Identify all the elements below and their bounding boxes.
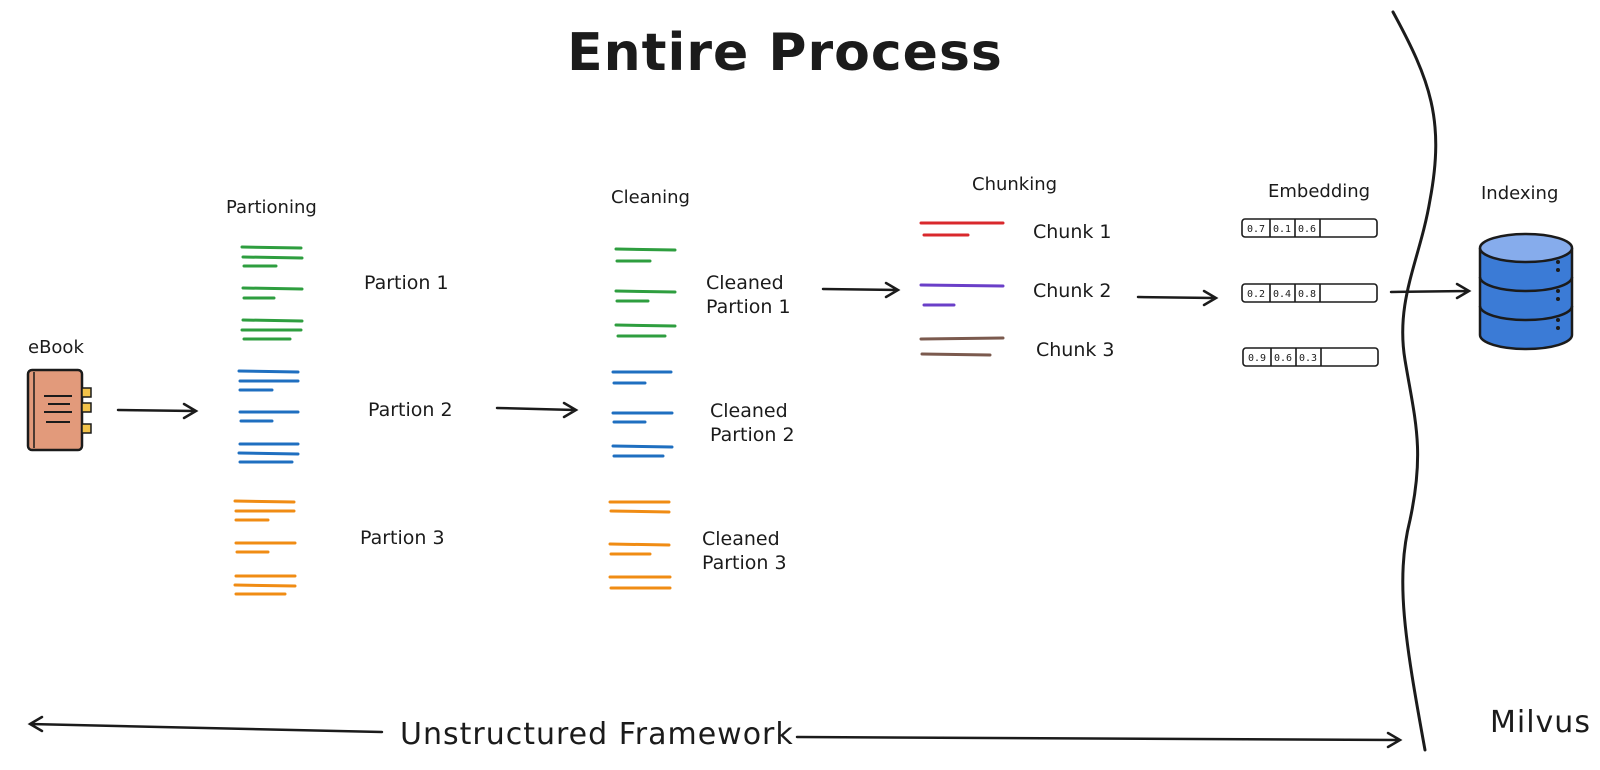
cleaned-1-line1: Cleaned — [706, 272, 784, 294]
embedding-vectors — [1241, 218, 1379, 367]
framework-label: Unstructured Framework — [400, 717, 794, 752]
partitioning-heading: Partioning — [226, 197, 317, 218]
vector-2 — [1241, 283, 1378, 303]
partition-1-label: Partion 1 — [364, 272, 449, 294]
arrow-framework-left — [27, 715, 384, 734]
partition-2-label: Partion 2 — [368, 399, 453, 421]
arrow-ebook-to-partition — [116, 402, 199, 420]
vector-1 — [1241, 218, 1378, 238]
milvus-divider — [1391, 10, 1438, 752]
cleaned-1-line2: Partion 1 — [706, 296, 791, 318]
vector-2-value-2: 0.4 — [1273, 289, 1291, 300]
vector-1-value-3: 0.6 — [1298, 224, 1316, 235]
ebook-label: eBook — [28, 337, 84, 358]
chunk-1-label: Chunk 1 — [1033, 221, 1112, 243]
partition-3-lines — [233, 499, 297, 596]
chunk-1-lines — [919, 221, 1005, 237]
cleaned-3-lines — [608, 500, 672, 590]
arrow-partition-to-cleaning — [495, 401, 579, 419]
chunking-heading: Chunking — [972, 174, 1057, 195]
cleaned-2-lines — [611, 370, 674, 458]
cleaned-2-line2: Partion 2 — [710, 424, 795, 446]
chunk-3-lines — [919, 336, 1005, 357]
cleaned-1-lines — [614, 247, 677, 338]
chunk-2-label: Chunk 2 — [1033, 280, 1112, 302]
vector-2-value-3: 0.8 — [1298, 289, 1316, 300]
chunk-3-label: Chunk 3 — [1036, 339, 1115, 361]
chunk-2-lines — [919, 283, 1005, 307]
cleaned-3-line2: Partion 3 — [702, 552, 787, 574]
vector-1-value-1: 0.7 — [1247, 224, 1265, 235]
vector-3-value-1: 0.9 — [1248, 353, 1266, 364]
vector-3 — [1242, 347, 1379, 367]
arrow-embedding-to-indexing — [1389, 282, 1472, 300]
database-icon — [1478, 232, 1574, 351]
arrow-cleaning-to-chunking — [821, 281, 901, 299]
vector-2-value-1: 0.2 — [1247, 289, 1265, 300]
partition-3-label: Partion 3 — [360, 527, 445, 549]
vector-1-value-2: 0.1 — [1273, 224, 1291, 235]
cleaned-3-line1: Cleaned — [702, 528, 780, 550]
cleaning-heading: Cleaning — [611, 187, 690, 208]
partition-2-lines — [237, 369, 300, 464]
diagram-title: Entire Process — [567, 23, 1003, 83]
cleaned-2-line1: Cleaned — [710, 400, 788, 422]
partition-1-lines — [240, 245, 304, 341]
indexing-heading: Indexing — [1481, 183, 1558, 204]
arrow-chunking-to-embedding — [1136, 289, 1219, 307]
arrow-framework-right — [795, 731, 1403, 749]
vector-3-value-3: 0.3 — [1299, 353, 1317, 364]
vector-3-value-2: 0.6 — [1274, 353, 1292, 364]
milvus-label: Milvus — [1490, 705, 1591, 740]
book-icon — [26, 368, 92, 452]
embedding-heading: Embedding — [1268, 181, 1370, 202]
flow-arrows — [27, 281, 1472, 749]
